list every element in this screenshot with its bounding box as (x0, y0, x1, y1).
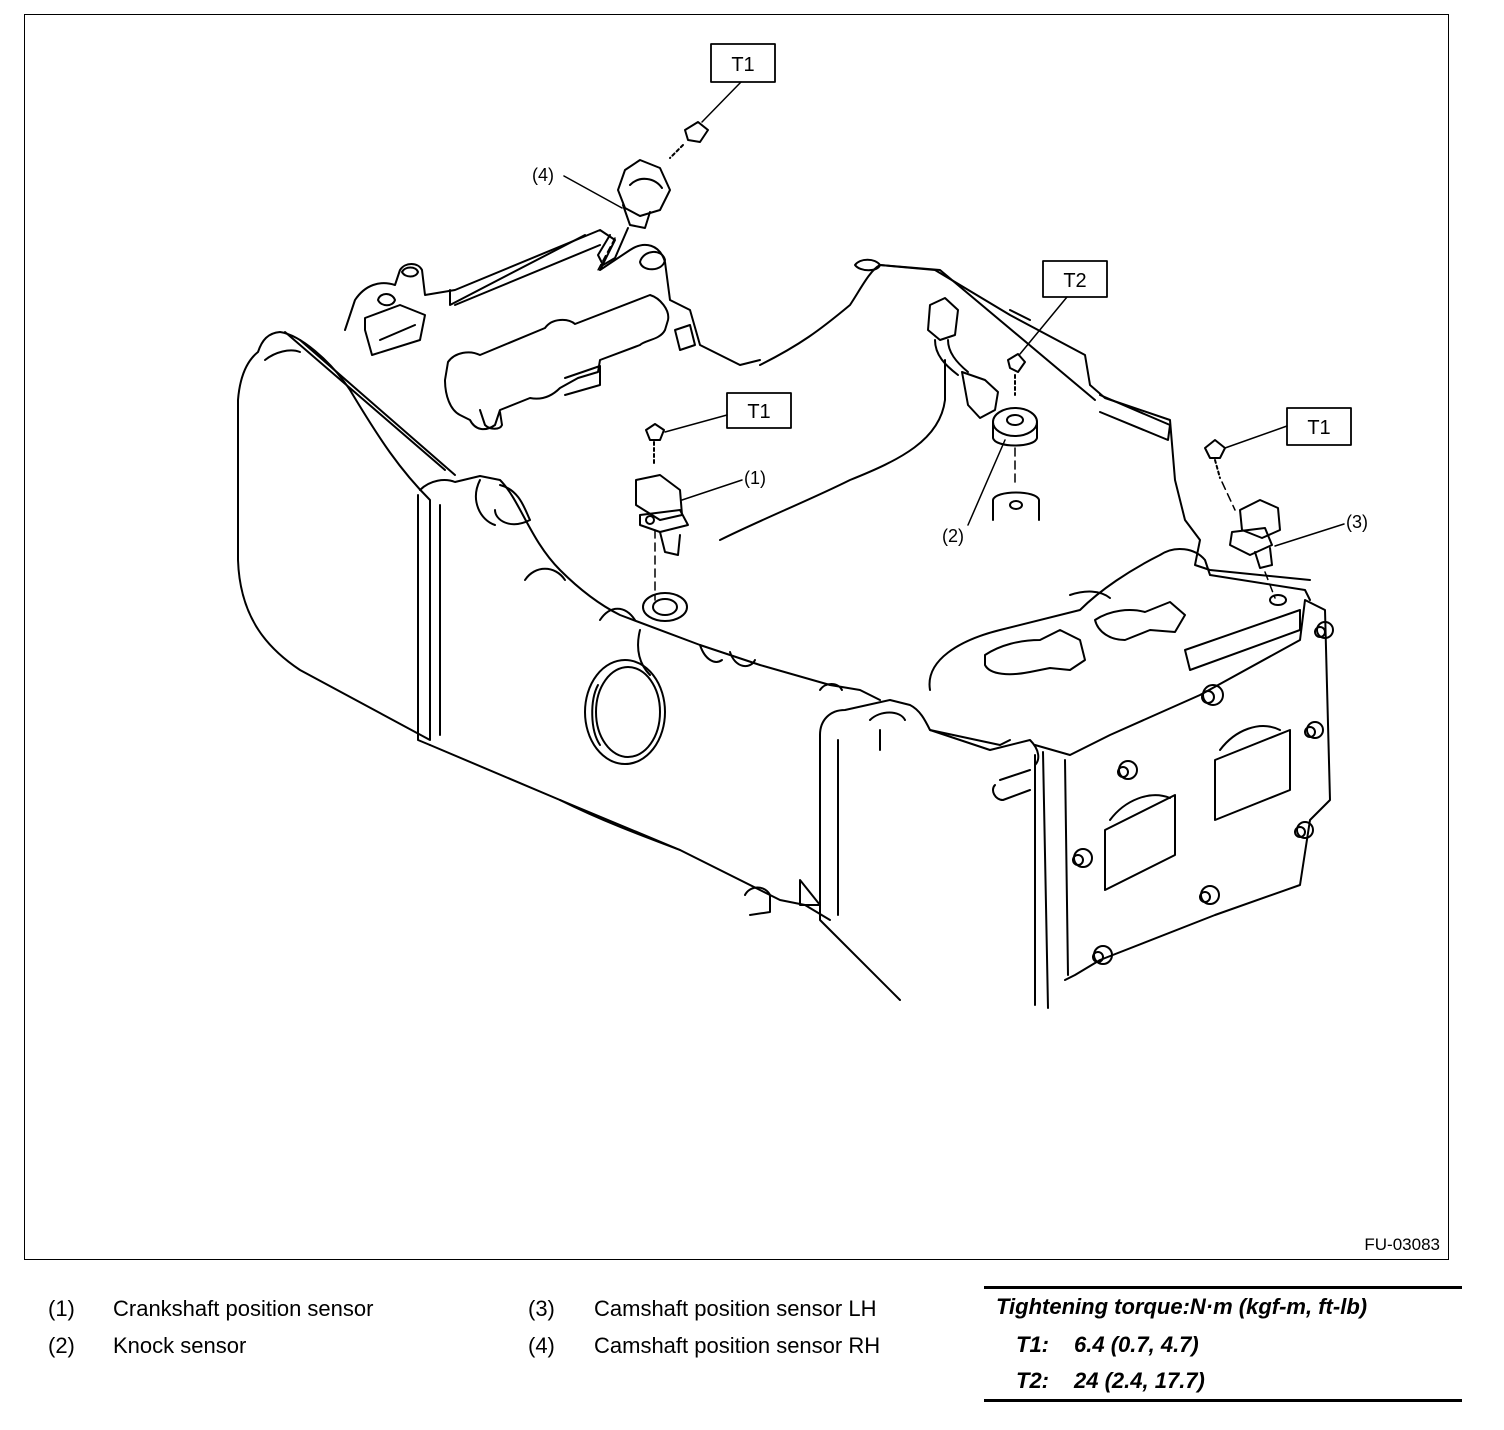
legend-number: (1) (48, 1296, 75, 1321)
right-cylinder-head (928, 548, 1334, 1009)
bottom-rule (984, 1399, 1462, 1402)
figure-frame: FU-03083 (24, 14, 1449, 1260)
engine-block (417, 258, 1311, 921)
tag-label: T2 (1063, 270, 1086, 292)
torque-value: 6.4 (0.7, 4.7) (1074, 1332, 1199, 1357)
callout-label: (4) (532, 165, 554, 185)
callout-label: (2) (942, 526, 964, 546)
camshaft-sensor-lh (1204, 439, 1287, 606)
torque-tag-t1-right: T1 (1224, 407, 1352, 449)
camshaft-sensor-rh (597, 121, 709, 271)
torque-value: 24 (2.4, 17.7) (1074, 1368, 1205, 1393)
torque-title: Tightening torque:N·m (kgf-m, ft-lb) (996, 1294, 1368, 1319)
legend-label: Camshaft position sensor RH (594, 1333, 881, 1358)
legend-number: (3) (528, 1296, 555, 1321)
torque-spec-table: Tightening torque:N·m (kgf-m, ft-lb) T1:… (984, 1286, 1462, 1402)
callout-2: (2) (942, 439, 1006, 546)
legend-label: Crankshaft position sensor (113, 1296, 374, 1321)
tag-label: T1 (1307, 417, 1330, 439)
crankshaft-sensor (635, 423, 689, 622)
top-rule (984, 1286, 1462, 1289)
legend-number: (2) (48, 1333, 75, 1358)
figure-id: FU-03083 (1364, 1235, 1440, 1254)
legend-label: Camshaft position sensor LH (594, 1296, 877, 1321)
parts-legend: (1) Crankshaft position sensor (2) Knock… (0, 1290, 1504, 1430)
callout-label: (1) (744, 468, 766, 488)
torque-key: T1: (1016, 1332, 1049, 1357)
knock-sensor (927, 297, 1040, 521)
torque-key: T2: (1016, 1368, 1049, 1393)
tag-label: T1 (747, 401, 770, 423)
callout-4: (4) (532, 165, 623, 209)
torque-tag-t1-mid: T1 (664, 392, 792, 433)
legend-number: (4) (528, 1333, 555, 1358)
engine-diagram: T1 T1 T2 T1 (1) (2) (3) (4) (237, 43, 1368, 1009)
callout-1: (1) (681, 468, 766, 501)
callout-label: (3) (1346, 512, 1368, 532)
right-timing-cover (744, 683, 1040, 1001)
callout-3: (3) (1274, 512, 1368, 547)
torque-tag-t1-top: T1 (701, 43, 776, 123)
legend-label: Knock sensor (113, 1333, 247, 1358)
left-cylinder-head (344, 229, 761, 431)
left-timing-cover (237, 331, 456, 741)
tag-label: T1 (731, 54, 754, 76)
torque-tag-t2: T2 (1019, 260, 1108, 355)
